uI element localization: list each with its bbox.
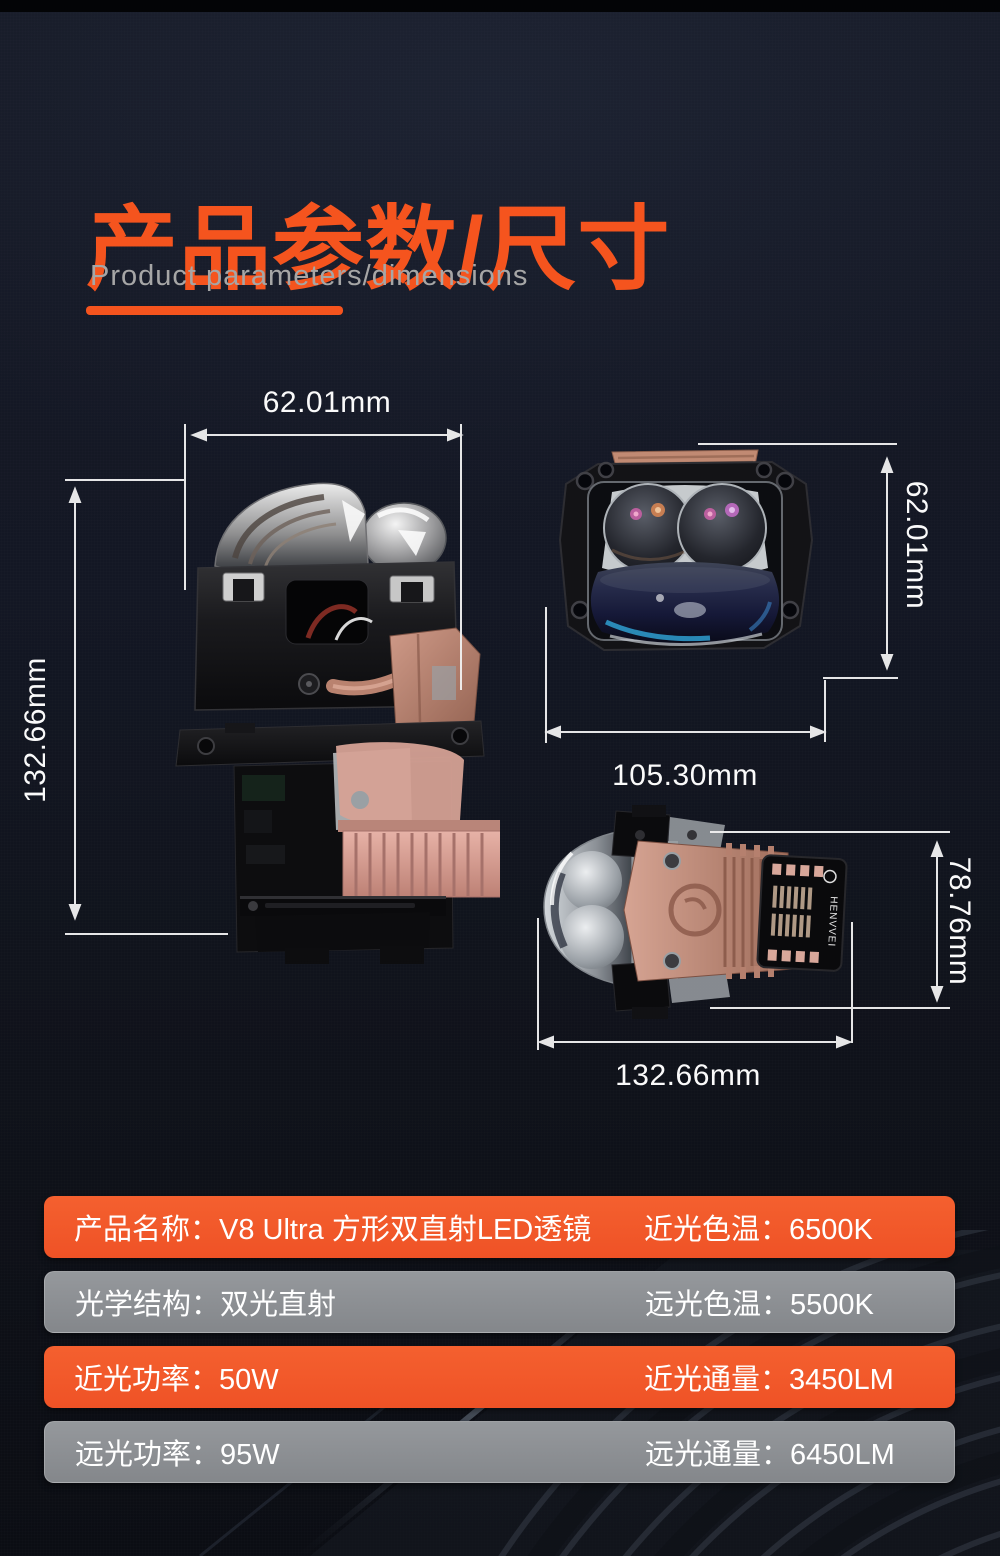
mount-hole [780, 600, 800, 620]
dim-label-side-height: 132.66mm [19, 657, 52, 803]
dim-label-front-width: 105.30mm [612, 759, 758, 792]
brand-logo-icon [823, 869, 837, 884]
spec-left-text: 产品名称：V8 Ultra 方形双直射LED透镜 [74, 1214, 592, 1246]
spec-right-text: 近光通量：3450LM [644, 1364, 894, 1396]
spec-left-text: 近光功率：50W [74, 1364, 279, 1396]
page-subtitle: Product parameters/dimensions [90, 260, 529, 292]
spec-left-text: 光学结构：双光直射 [75, 1289, 337, 1321]
mount-hole [775, 471, 795, 491]
rear-lens-bubble [361, 502, 447, 574]
mount-hole [575, 471, 595, 491]
spec-right-text: 远光通量：6450LM [645, 1439, 895, 1471]
pink-fin-heatsink [338, 820, 500, 898]
pink-heatsink-arm [336, 742, 464, 828]
connector-pins [770, 885, 813, 938]
page-title: 产品参数/尺寸 [86, 198, 671, 301]
dim-label-side-width: 62.01mm [262, 386, 392, 419]
base-rail [240, 896, 446, 964]
mount-hole [597, 461, 615, 479]
copper-bracket [389, 627, 481, 729]
spec-row-low-beam-power: 近光功率：50W 近光通量：3450LM [44, 1346, 955, 1408]
product-front-view-illustration [558, 449, 814, 652]
glass-lens-dome [214, 482, 369, 577]
title-underline [86, 306, 343, 315]
twin-projector-lenses [602, 483, 768, 580]
dim-label-top-height: 78.76mm [943, 856, 976, 986]
spec-row-high-beam-power: 远光功率：95W 远光通量：6450LM [44, 1421, 955, 1483]
product-side-view-illustration [175, 482, 500, 964]
spec-right-text: 近光色温：6500K [644, 1214, 873, 1246]
spec-row-product-name: 产品名称：V8 Ultra 方形双直射LED透镜 近光色温：6500K [44, 1196, 955, 1258]
connector-pads [767, 863, 824, 964]
dim-label-front-height: 62.01mm [900, 480, 933, 610]
brand-label: HENVVEI [825, 896, 839, 947]
fin-teeth [726, 843, 774, 979]
mount-hole [570, 600, 590, 620]
spec-row-optical-structure: 光学结构：双光直射 远光色温：5500K [44, 1271, 955, 1333]
top-divider [0, 0, 1000, 12]
mount-hole [755, 461, 773, 479]
main-lens [590, 562, 780, 647]
dim-label-top-width: 132.66mm [615, 1059, 761, 1092]
spec-left-text: 远光功率：95W [75, 1439, 280, 1471]
spec-right-text: 远光色温：5500K [645, 1289, 874, 1321]
connector-block: HENVVEI [756, 854, 848, 972]
glass-dome-top [543, 830, 633, 986]
product-top-view-illustration: HENVVEI [543, 805, 848, 1019]
